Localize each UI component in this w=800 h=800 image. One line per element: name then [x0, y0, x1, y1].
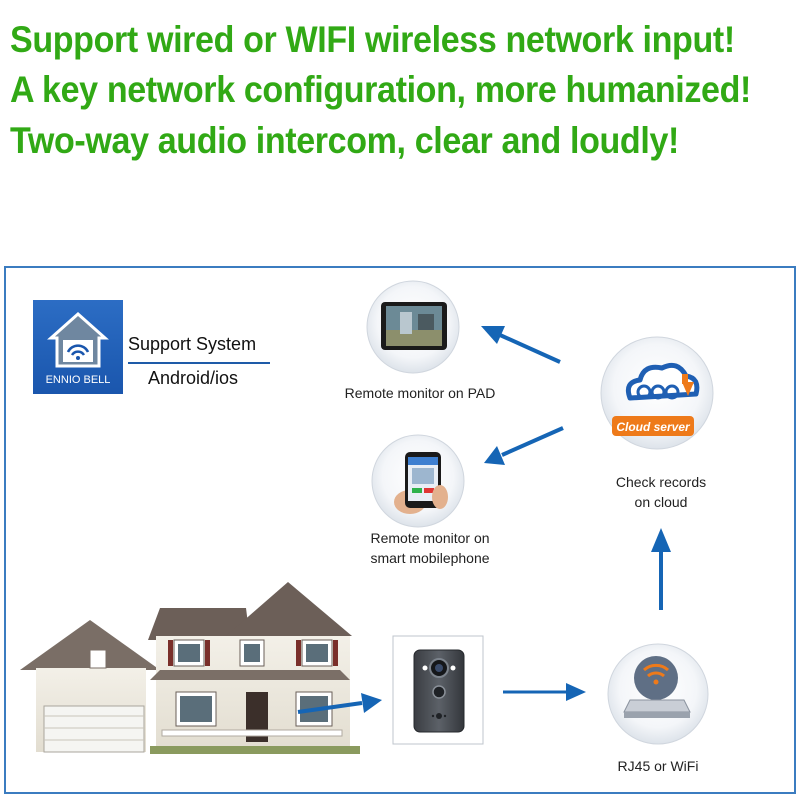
- pad-node-label: Remote monitor on PAD: [344, 385, 496, 401]
- phone-node-label: Remote monitor on smart mobilephone: [340, 528, 520, 568]
- phone-node-label-line2: smart mobilephone: [370, 550, 490, 566]
- cloud-node-label-line1: Check records: [615, 474, 707, 490]
- cloud-node-label-line2: on cloud: [634, 494, 688, 510]
- arrow-house-to-doorbell: [297, 693, 382, 714]
- cloud-badge: [612, 416, 694, 436]
- cloud-node: Cloud server: [600, 336, 714, 450]
- headline-audio-intercom: Two-way audio intercom, clear and loudly…: [10, 120, 679, 161]
- arrow-doorbell-to-router: [503, 683, 586, 701]
- arrow-router-to-cloud: [651, 528, 671, 610]
- headline-network-config: A key network configuration, more humani…: [10, 69, 751, 110]
- arrow-cloud-to-phone: [484, 426, 564, 465]
- support-platforms: Android/ios: [148, 368, 239, 388]
- home-wifi-icon: [47, 311, 109, 368]
- pad-node: [366, 280, 460, 374]
- phone-node-label-line1: Remote monitor on: [370, 530, 490, 546]
- cloud-node-label: Check records on cloud: [581, 472, 741, 512]
- video-doorbell-icon: [413, 649, 465, 733]
- cloud-badge-text: Cloud server: [616, 420, 691, 434]
- headline-wired-wifi: Support wired or WIFI wireless network i…: [10, 19, 735, 60]
- router-node-label: RJ45 or WiFi: [617, 758, 699, 774]
- diagram-frame: [4, 266, 796, 794]
- smartphone-icon: [394, 452, 448, 514]
- doorbell-node: [392, 635, 484, 745]
- support-divider: [128, 362, 270, 364]
- router-node: [607, 643, 709, 745]
- arrow-cloud-to-pad: [481, 326, 561, 364]
- phone-node: [371, 434, 465, 528]
- cloud-server-icon: [625, 362, 700, 401]
- wifi-router-icon: [623, 656, 691, 718]
- tablet-icon: [381, 302, 447, 350]
- support-system-title: Support System: [128, 334, 257, 354]
- app-logo: ENNIO BELL: [33, 300, 123, 394]
- house-icon: [20, 582, 360, 754]
- app-logo-name: ENNIO BELL: [45, 374, 111, 386]
- flow-arrows: [297, 326, 671, 714]
